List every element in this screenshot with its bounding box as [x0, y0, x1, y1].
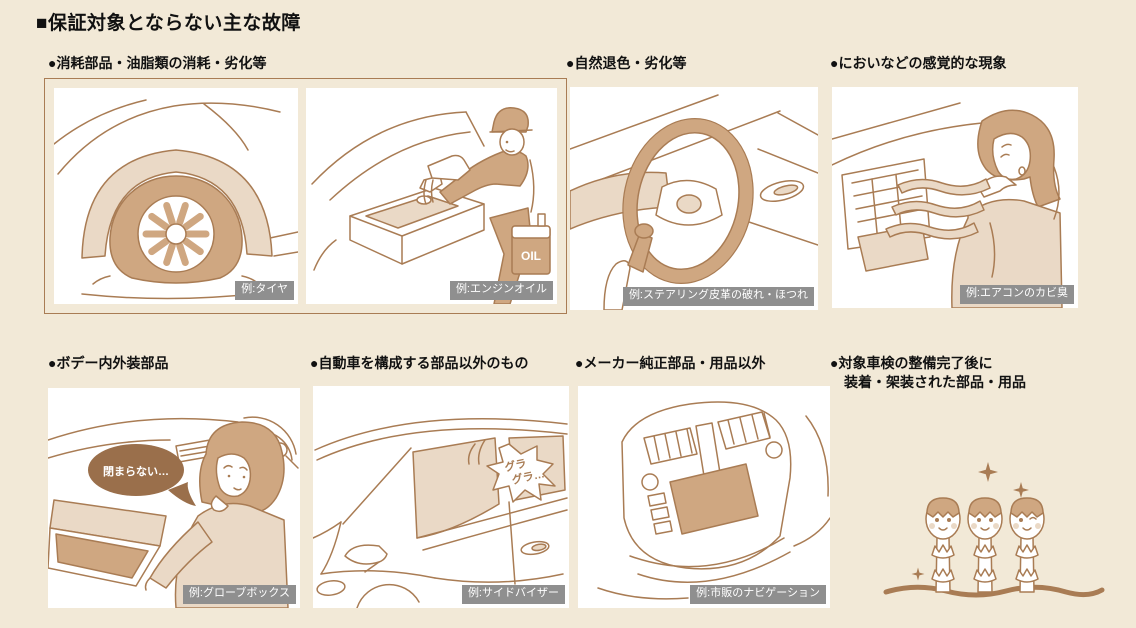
section-header-body-parts: ●ボデー内外装部品: [48, 355, 169, 371]
woman-at-glovebox: [144, 421, 289, 608]
section-header-smell: ●においなどの感覚的な現象: [830, 55, 1007, 71]
speech-bubble: 閉まらない…: [88, 444, 196, 506]
aftermarket-navigation-illustration: [597, 401, 830, 600]
section-header-non-constituent: ●自動車を構成する部品以外のもの: [310, 355, 529, 371]
steering-wheel: [622, 117, 754, 285]
steering-leather-illustration: [570, 94, 818, 310]
door-handle: [759, 180, 805, 202]
dash-pad: [570, 171, 671, 230]
page-title: ■保証対象とならない主な故障: [36, 13, 301, 34]
consumables-group-frame: 例:タイヤ: [44, 78, 567, 314]
oil-jug: [419, 154, 471, 205]
example-caption-engine-oil: 例:エンジンオイル: [449, 281, 553, 300]
console-bottom: [597, 537, 791, 600]
after-inspection-line1: ●対象車検の整備完了後に: [830, 355, 993, 371]
glovebox-illustration: 閉まらない…: [48, 416, 299, 608]
dashboard-lines: [832, 102, 983, 166]
oil-can: OIL: [511, 213, 551, 275]
example-caption-steering: 例:ステアリング皮革の破れ・ほつれ: [622, 287, 814, 306]
illustration-panel-steering: 例:ステアリング皮革の破れ・ほつれ: [570, 87, 818, 310]
rattle-text-line1: グラ: [503, 456, 527, 474]
sprout-character: [967, 497, 1003, 593]
door-handle: [520, 540, 550, 556]
flat-wheel: [92, 175, 260, 285]
rattle-bubble: グラ グラ…: [486, 443, 556, 503]
oil-can-label: OIL: [521, 249, 541, 263]
door-mirror: [344, 544, 388, 573]
open-hood: [311, 111, 485, 201]
section-header-non-genuine: ●メーカー純正部品・用品以外: [575, 355, 766, 371]
flat-tire-illustration: [54, 99, 298, 300]
illustration-panel-aircon: 例:エアコンのカビ臭: [832, 87, 1078, 308]
open-glovebox: [48, 499, 167, 587]
fender-arch: [81, 149, 273, 259]
aircon-smell-illustration: [832, 102, 1063, 308]
seat-edge: [793, 415, 830, 547]
illustration-panel-engine-oil: OIL 例:エンジンオイル: [306, 88, 557, 304]
sprout-characters-illustration: [872, 452, 1112, 620]
smell-waves: [885, 178, 991, 240]
sprouts-svg: [883, 462, 1105, 598]
example-caption-tire: 例:タイヤ: [235, 281, 294, 300]
sparkle-icon: [911, 462, 1029, 581]
section-header-after-inspection: ●対象車検の整備完了後に 装着・架装された部品・用品: [830, 354, 1026, 392]
after-inspection-line2: 装着・架装された部品・用品: [844, 373, 1026, 390]
car-roof: [314, 418, 568, 461]
ground-line: [883, 584, 1105, 598]
nav-screen: [669, 463, 759, 535]
example-caption-aircon: 例:エアコンのカビ臭: [959, 285, 1074, 304]
engine-oil-illustration: OIL: [311, 107, 551, 304]
sprout-character: [1009, 497, 1045, 593]
speech-bubble-text: 閉まらない…: [103, 465, 169, 478]
example-caption-glovebox: 例:グローブボックス: [182, 585, 296, 604]
console-vents: [643, 411, 771, 477]
car-side-body: [313, 497, 568, 608]
section-header-fading: ●自然退色・劣化等: [566, 55, 687, 71]
illustration-panel-navigation: 例:市販のナビゲーション: [578, 386, 830, 608]
woman-smelling: [951, 109, 1063, 308]
console-knobs: [641, 441, 783, 535]
example-caption-navigation: 例:市販のナビゲーション: [690, 585, 826, 604]
illustration-panel-tire: 例:タイヤ: [54, 88, 298, 304]
illustration-panel-glovebox: 閉まらない… 例:グローブボックス: [48, 388, 300, 608]
section-header-consumables: ●消耗部品・油脂類の消耗・劣化等: [48, 55, 267, 71]
windshield-lines: [570, 94, 818, 246]
car-body: [54, 99, 298, 257]
ac-vent: [841, 158, 931, 272]
sprout-character: [925, 497, 961, 593]
side-visor-illustration: グラ グラ…: [313, 418, 568, 608]
example-caption-side-visor: 例:サイドバイザー: [461, 585, 565, 604]
illustration-panel-side-visor: グラ グラ… 例:サイドバイザー: [313, 386, 569, 608]
engine-block: [313, 187, 485, 271]
